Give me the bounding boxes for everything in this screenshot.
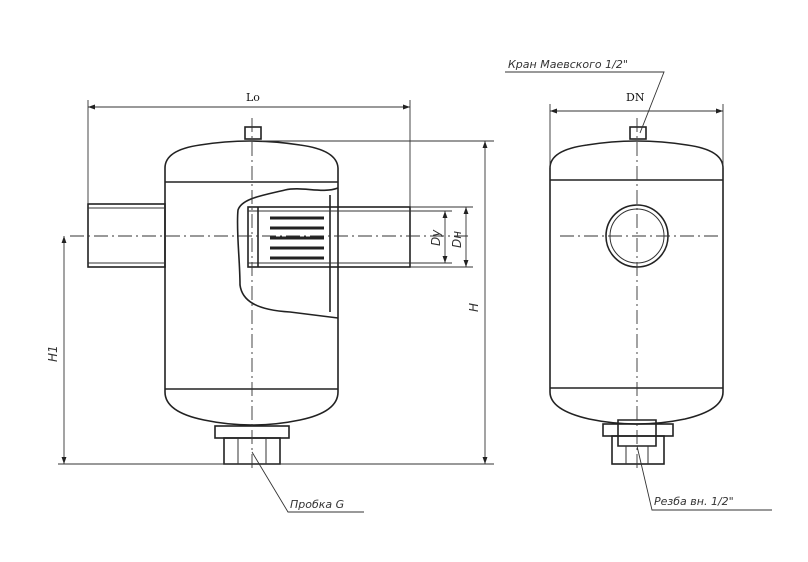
label-top-vent: Кран Маевского 1/2"	[508, 58, 628, 71]
label-drain-plug: Пробка G	[290, 498, 344, 511]
label-h: H	[467, 303, 481, 312]
front-view	[70, 118, 470, 470]
section-breakout	[236, 187, 339, 319]
top-nipple-left	[244, 126, 262, 140]
label-h1: H1	[46, 345, 60, 362]
label-dn-outer: Dн	[450, 231, 464, 248]
vessel-body-right	[549, 140, 724, 425]
bottom-fitting-right	[602, 419, 674, 465]
outlet-pipe	[247, 206, 411, 268]
inlet-pipe	[87, 203, 166, 268]
label-lo: Lo	[246, 91, 260, 104]
vessel-body-left	[164, 140, 339, 426]
side-view	[549, 118, 724, 470]
top-nipple-right	[629, 126, 647, 140]
label-dn: DN	[626, 91, 645, 104]
label-dy: Dy	[429, 229, 443, 246]
label-thread: Резба вн. 1/2"	[654, 495, 734, 508]
dimensions-right: DN Кран Маевского 1/2" Резба вн. 1/2"	[505, 58, 772, 511]
separator-grid	[257, 207, 324, 267]
dimensions-left: Lo H H1 Dy Dн Пробка G	[46, 91, 494, 513]
